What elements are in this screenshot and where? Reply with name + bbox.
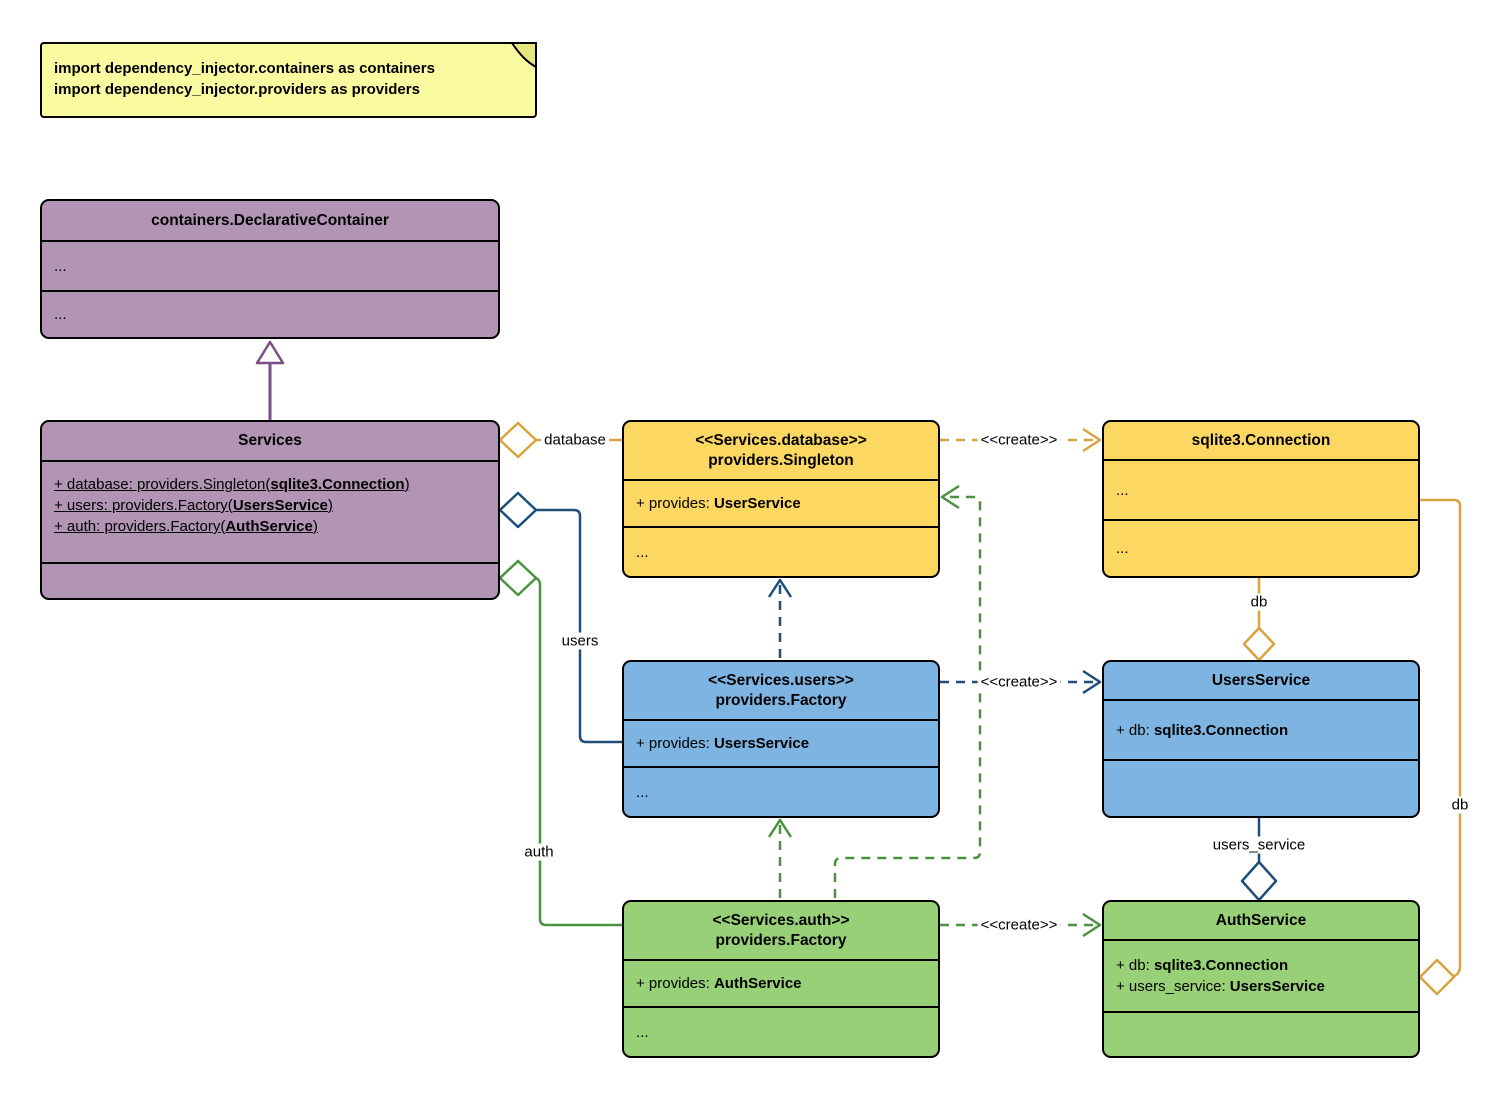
edge-label-create-database: <<create>> xyxy=(977,431,1061,449)
edge-label-create-users: <<create>> xyxy=(977,673,1061,691)
class-stereotype: <<Services.users>> xyxy=(708,671,854,689)
class-section-empty xyxy=(42,562,498,598)
class-attributes: + db: sqlite3.Connection + users_service… xyxy=(1104,939,1418,1011)
class-section-ellipsis: ... xyxy=(42,240,498,290)
note-line: import dependency_injector.providers as … xyxy=(54,81,420,98)
class-section-empty xyxy=(1104,1011,1418,1056)
class-sqlite3-connection: sqlite3.Connection ... ... xyxy=(1102,420,1420,578)
edge-label-auth: auth xyxy=(521,843,557,861)
class-attributes: + provides: AuthService xyxy=(624,959,938,1006)
edge-label-database: database xyxy=(541,431,609,449)
edge-connection-db-usersservice xyxy=(1242,578,1276,662)
attribute-db: + db: sqlite3.Connection xyxy=(1116,721,1289,739)
class-section-ellipsis: ... xyxy=(624,526,938,576)
attribute-provides: + provides: UsersService xyxy=(636,735,810,752)
edge-dep-authfactory-usersfactory xyxy=(767,818,793,898)
class-section-ellipsis: ... xyxy=(1104,459,1418,519)
attribute-db: + db: sqlite3.Connection xyxy=(1116,957,1289,974)
class-auth-service: AuthService + db: sqlite3.Connection + u… xyxy=(1102,900,1420,1058)
attribute-users-service: + users_service: UsersService xyxy=(1116,978,1325,995)
class-section-ellipsis: ... xyxy=(42,290,498,337)
class-database-singleton: <<Services.database>> providers.Singleto… xyxy=(622,420,940,578)
class-services: Services + database: providers.Singleton… xyxy=(40,420,500,600)
edge-usersservice-authservice xyxy=(1240,818,1278,902)
class-section-ellipsis: ... xyxy=(624,1006,938,1056)
note-fold-icon xyxy=(511,42,537,68)
class-title: AuthService xyxy=(1215,911,1307,929)
note-line: import dependency_injector.containers as… xyxy=(54,60,435,77)
class-attributes: + provides: UsersService xyxy=(624,719,938,766)
edge-label-users: users xyxy=(558,632,602,650)
edge-label-users-service: users_service xyxy=(1209,836,1309,854)
class-declarative-container: containers.DeclarativeContainer ... ... xyxy=(40,199,500,339)
edge-label-create-auth: <<create>> xyxy=(977,916,1061,934)
class-attributes: + db: sqlite3.Connection xyxy=(1104,699,1418,759)
class-title: <<Services.database>> providers.Singleto… xyxy=(695,431,867,469)
class-title: Services xyxy=(238,432,302,449)
attribute-database: + database: providers.Singleton(sqlite3.… xyxy=(54,476,410,493)
class-title: <<Services.users>> providers.Factory xyxy=(708,671,854,709)
class-users-service: UsersService + db: sqlite3.Connection xyxy=(1102,660,1420,818)
class-attributes: + database: providers.Singleton(sqlite3.… xyxy=(42,460,498,562)
edge-services-auth xyxy=(498,559,622,927)
class-attributes: + provides: UserService xyxy=(624,479,938,526)
edge-dep-usersfactory-singleton xyxy=(767,578,793,658)
edge-label-db: db xyxy=(1247,593,1271,611)
edge-services-users xyxy=(498,491,622,744)
class-section-ellipsis: ... xyxy=(1104,519,1418,576)
edge-label-db-right: db xyxy=(1448,796,1472,814)
attribute-auth: + auth: providers.Factory(AuthService) xyxy=(54,518,318,535)
class-title: <<Services.auth>> providers.Factory xyxy=(712,911,850,949)
class-users-factory: <<Services.users>> providers.Factory + p… xyxy=(622,660,940,818)
edge-inheritance-services-declarative xyxy=(255,340,285,420)
class-section-ellipsis: ... xyxy=(624,766,938,816)
class-stereotype: <<Services.database>> xyxy=(695,431,867,449)
class-title: sqlite3.Connection xyxy=(1191,431,1331,449)
attribute-provides: + provides: AuthService xyxy=(636,975,802,992)
class-section-empty xyxy=(1104,759,1418,816)
class-title: UsersService xyxy=(1211,671,1311,689)
attribute-users: + users: providers.Factory(UsersService) xyxy=(54,497,333,514)
class-stereotype: <<Services.auth>> xyxy=(712,911,850,929)
edge-connection-db-authservice xyxy=(1418,498,1462,996)
import-note: import dependency_injector.containers as… xyxy=(40,42,537,118)
attribute-provides: + provides: UserService xyxy=(636,495,801,512)
class-title: containers.DeclarativeContainer xyxy=(151,211,389,229)
class-auth-factory: <<Services.auth>> providers.Factory + pr… xyxy=(622,900,940,1058)
